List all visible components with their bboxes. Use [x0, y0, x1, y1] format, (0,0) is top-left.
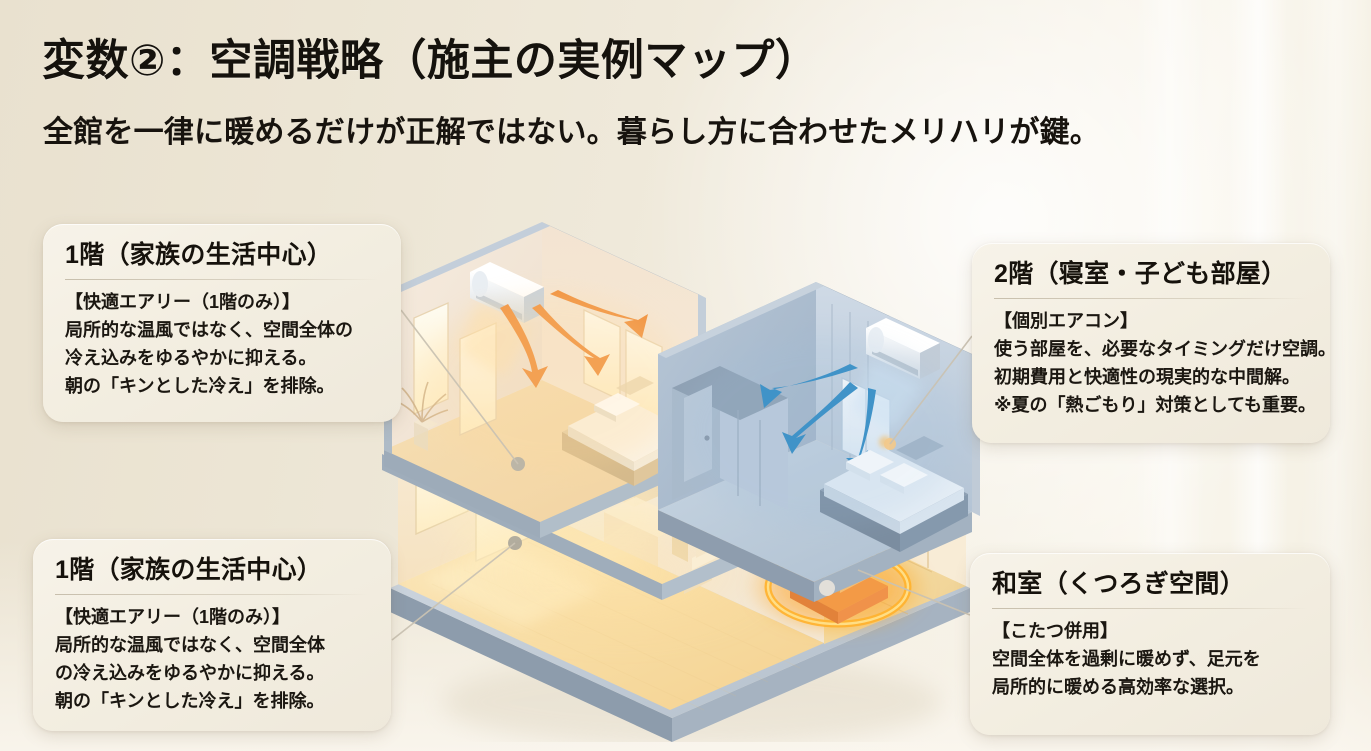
card-title: 1階（家族の生活中心） — [55, 556, 323, 584]
card-title: 和室（くつろぎ空間） — [992, 570, 1246, 598]
card-title: 1階（家族の生活中心） — [65, 241, 333, 269]
page-title: 変数②：空調戦略（施主の実例マップ） — [42, 37, 819, 85]
card-body: 【こたつ併用】 空間全体を過剰に暖めず、足元を 局所的に暖める高効率な選択。 — [992, 618, 1310, 702]
isometric-house-illustration — [382, 222, 980, 742]
card-line: 朝の「キンとした冷え」を排除。 — [65, 375, 335, 396]
card-body: 【快適エアリー（1階のみ）】 局所的な温風ではなく、空間全体の 冷え込みをゆるや… — [65, 289, 381, 401]
card-line: 使う部屋を、必要なタイミングだけ空調。 — [994, 338, 1336, 359]
card-divider — [55, 594, 369, 595]
card-line: 【個別エアコン】 — [994, 311, 1138, 331]
card-line: 空間全体を過剰に暖めず、足元を — [992, 648, 1261, 669]
card-title: 2階（寝室・子ども部屋） — [994, 260, 1287, 288]
card-2f[interactable]: 2階（寝室・子ども部屋） 【個別エアコン】 使う部屋を、必要なタイミングだけ空調… — [972, 243, 1336, 443]
card-divider — [992, 608, 1308, 609]
card-line: 【こたつ併用】 — [992, 621, 1118, 641]
card-line: 局所的な温風ではなく、空間全体 — [55, 634, 325, 655]
card-body: 【快適エアリー（1階のみ）】 局所的な温風ではなく、空間全体 の冷え込みをゆるや… — [55, 604, 371, 716]
card-line: 【快適エアリー（1階のみ）】 — [65, 292, 301, 312]
card-1f-top[interactable]: 1階（家族の生活中心） 【快適エアリー（1階のみ）】 局所的な温風ではなく、空間… — [43, 224, 401, 422]
card-washitsu[interactable]: 和室（くつろぎ空間） 【こたつ併用】 空間全体を過剰に暖めず、足元を 局所的に暖… — [970, 553, 1330, 735]
card-divider — [994, 298, 1308, 299]
card-line: の冷え込みをゆるやかに抑える。 — [55, 662, 325, 683]
card-line: 冷え込みをゆるやかに抑える。 — [65, 347, 317, 368]
card-divider — [65, 279, 379, 280]
card-1f-bottom[interactable]: 1階（家族の生活中心） 【快適エアリー（1階のみ）】 局所的な温風ではなく、空間… — [33, 539, 391, 731]
card-line: 【快適エアリー（1階のみ）】 — [55, 607, 291, 627]
card-body: 【個別エアコン】 使う部屋を、必要なタイミングだけ空調。 初期費用と快適性の現実… — [994, 308, 1336, 420]
card-line: 局所的に暖める高効率な選択。 — [992, 676, 1244, 697]
page-subtitle: 全館を一律に暖めるだけが正解ではない。暮らし方に合わせたメリハリが鍵。 — [43, 116, 1100, 149]
card-line: 局所的な温風ではなく、空間全体の — [65, 319, 353, 340]
card-line: 初期費用と快適性の現実的な中間解。 — [994, 366, 1300, 387]
card-line: ※夏の「熱ごもり」対策としても重要。 — [994, 394, 1317, 415]
card-line: 朝の「キンとした冷え」を排除。 — [55, 690, 325, 711]
